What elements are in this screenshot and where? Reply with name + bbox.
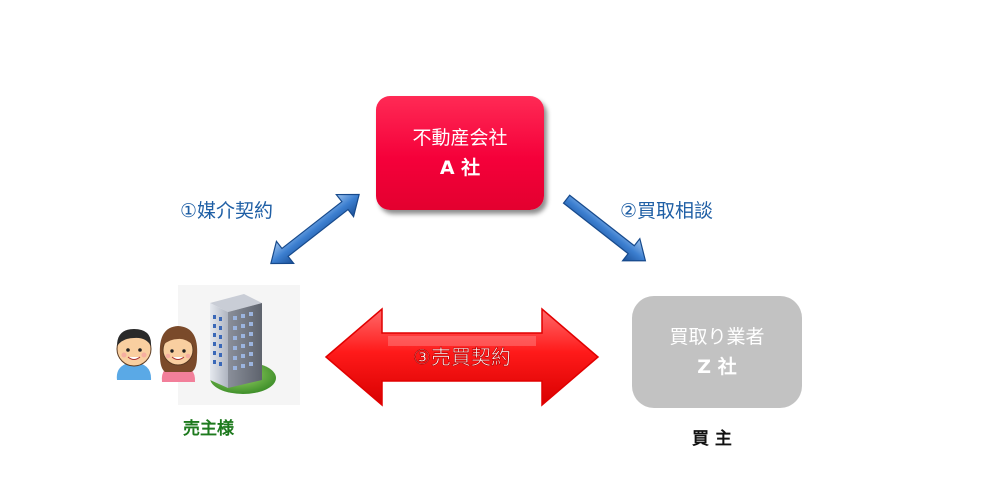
buyer-label: 買 主 bbox=[692, 429, 732, 449]
person-woman-icon bbox=[159, 326, 198, 382]
office-building-icon bbox=[178, 285, 300, 405]
purchase-consult-label: ②買取相談 bbox=[620, 200, 714, 222]
buyer-company-name: 買取り業者 bbox=[669, 326, 765, 348]
sale-contract-arrow bbox=[324, 307, 600, 407]
brokerage-arrow bbox=[270, 193, 360, 265]
agent-company: A 社 bbox=[439, 157, 481, 179]
buyer-company-id: Z 社 bbox=[697, 356, 737, 378]
buyer-company-box: 買取り業者 Z 社 bbox=[632, 296, 802, 408]
seller-label: 売主様 bbox=[183, 419, 234, 439]
brokerage-label: ①媒介契約 bbox=[180, 200, 274, 222]
agent-name: 不動産会社 bbox=[412, 127, 508, 149]
sale-contract-label: ③売買契約 bbox=[413, 345, 511, 369]
real-estate-agent-box: 不動産会社 A 社 bbox=[376, 96, 544, 210]
purchase-consult-arrow bbox=[562, 194, 647, 262]
person-boy-icon bbox=[116, 329, 152, 380]
